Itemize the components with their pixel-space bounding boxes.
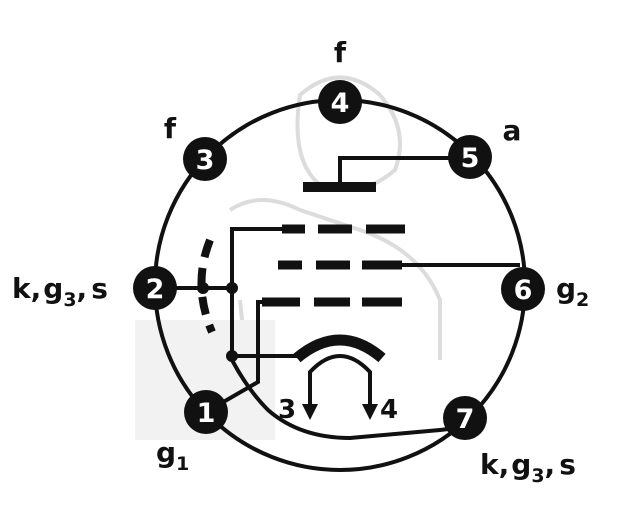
pin-6: 6 xyxy=(501,267,545,311)
grid-1-lead xyxy=(205,300,262,414)
beam-arrow-right-label: 4 xyxy=(380,395,398,425)
pin-2-label: k,g3,s xyxy=(12,272,108,311)
pin-3: 3 xyxy=(183,137,227,181)
svg-text:6: 6 xyxy=(514,275,533,306)
junction-dot xyxy=(226,350,238,362)
beam-arrow-right-head xyxy=(362,404,378,420)
svg-text:5: 5 xyxy=(461,143,480,174)
pin-1: 1 xyxy=(184,390,228,434)
pin-3-label: f xyxy=(164,112,177,145)
pin-5-label: a xyxy=(503,114,522,147)
beam-arrow-left-head xyxy=(302,404,318,420)
svg-text:7: 7 xyxy=(456,404,475,435)
grid-3-lead xyxy=(230,227,286,360)
pin-7: 7 xyxy=(443,396,487,440)
beam-arrow-loop xyxy=(308,354,372,410)
pin-2: 2 xyxy=(133,266,177,310)
pin-4-label: f xyxy=(334,36,347,69)
beam-arrows xyxy=(308,354,372,410)
svg-text:2: 2 xyxy=(146,274,165,305)
svg-text:1: 1 xyxy=(197,398,216,429)
pin-6-label: g2 xyxy=(556,272,589,311)
pin-4: 4 xyxy=(318,80,362,124)
anode-lead xyxy=(338,156,467,183)
pin-1-label: g1 xyxy=(156,436,189,475)
pin-7-label: k,g3,s xyxy=(480,448,576,487)
junctions xyxy=(197,282,238,362)
beam-shield-arc xyxy=(293,334,386,363)
junction-dot xyxy=(197,282,209,294)
svg-text:3: 3 xyxy=(196,145,215,176)
junction-dot xyxy=(226,282,238,294)
beam-arrow-left-label: 3 xyxy=(278,395,296,425)
pin-5: 5 xyxy=(448,135,492,179)
svg-text:4: 4 xyxy=(331,88,350,119)
